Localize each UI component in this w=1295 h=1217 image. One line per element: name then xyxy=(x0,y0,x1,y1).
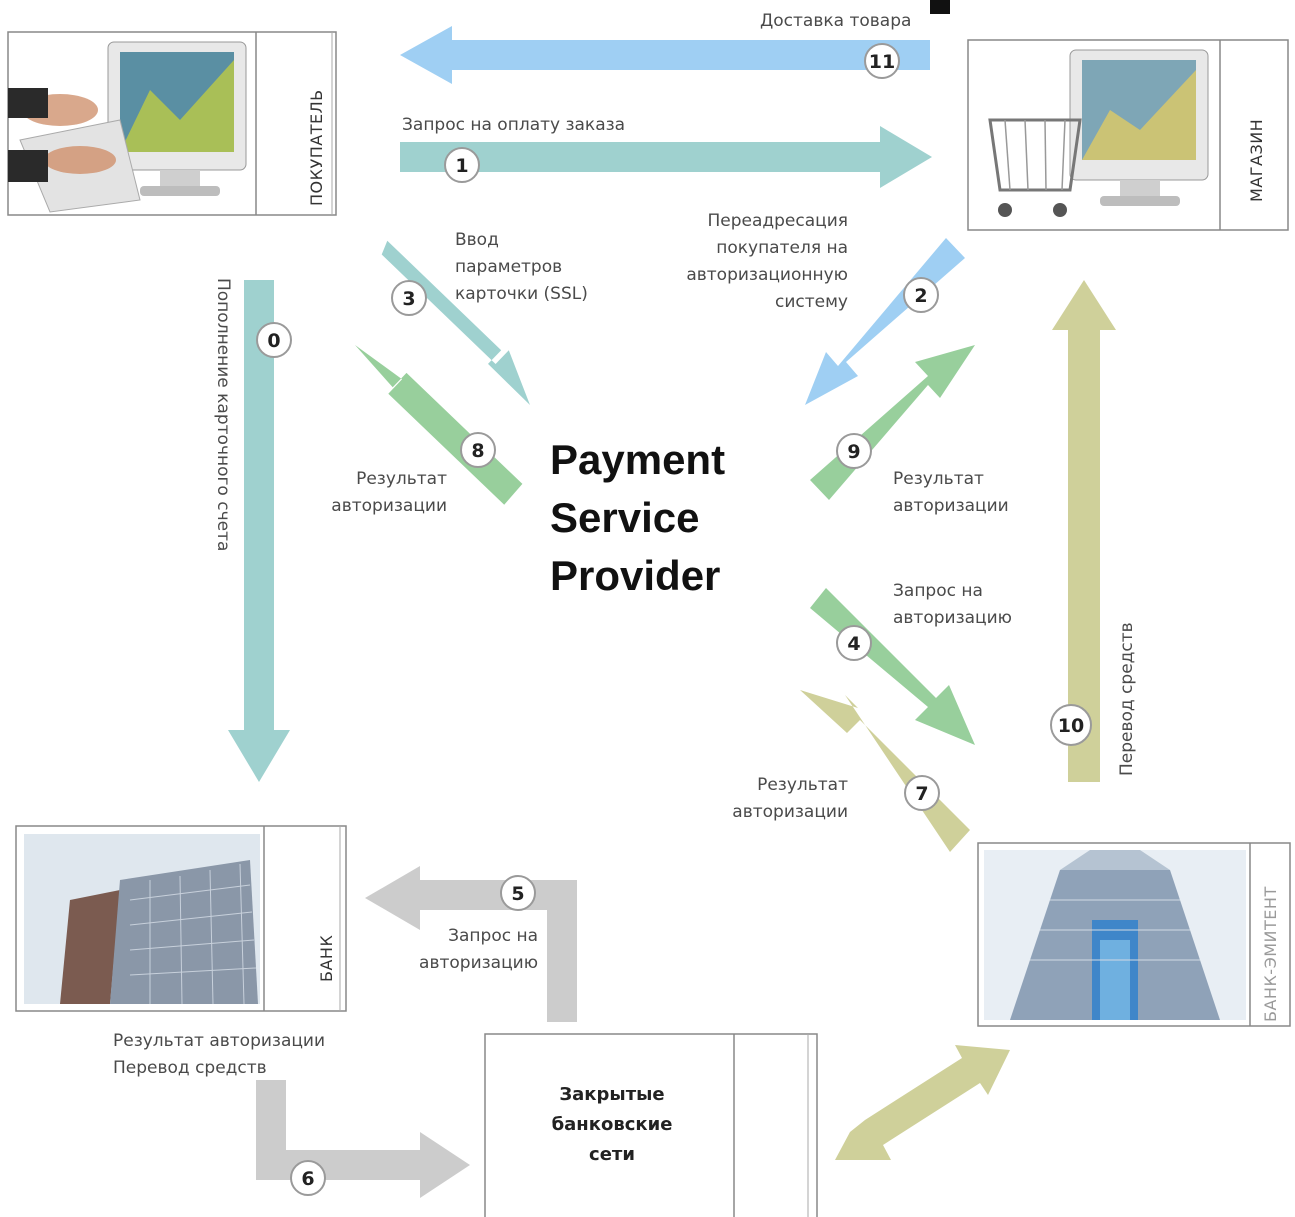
issuer-bank-box: БАНК-ЭМИТЕНТ xyxy=(977,842,1291,1027)
bank-label: БАНК xyxy=(317,935,336,982)
shop-box: МАГАЗИН xyxy=(967,39,1289,231)
arrow-6 xyxy=(256,1080,470,1198)
badge-1: 1 xyxy=(444,147,480,183)
label-7-line-2: авторизации xyxy=(732,802,848,822)
label-8-line-1: Результат xyxy=(356,469,447,489)
label-3-line-1: Ввод xyxy=(455,230,499,250)
buyer-label: ПОКУПАТЕЛЬ xyxy=(307,89,326,206)
label-2-line-3: авторизационную xyxy=(686,265,848,285)
badge-4: 4 xyxy=(836,625,872,661)
badge-7: 7 xyxy=(904,775,940,811)
svg-text:7: 7 xyxy=(915,783,928,805)
svg-text:8: 8 xyxy=(471,440,484,462)
label-9-line-2: авторизации xyxy=(893,496,1009,516)
label-1: Запрос на оплату заказа xyxy=(402,115,625,135)
arrow-11 xyxy=(400,26,930,84)
badge-9: 9 xyxy=(836,433,872,469)
network-line-3: сети xyxy=(589,1144,635,1165)
svg-text:10: 10 xyxy=(1058,715,1084,737)
label-3-line-3: карточки (SSL) xyxy=(455,284,588,304)
badge-8: 8 xyxy=(460,432,496,468)
svg-text:4: 4 xyxy=(847,633,860,655)
label-8-line-2: авторизации xyxy=(331,496,447,516)
label-4-line-2: авторизацию xyxy=(893,608,1012,628)
svg-text:5: 5 xyxy=(511,883,524,905)
psp-line-2: Service xyxy=(550,494,699,541)
badge-6: 6 xyxy=(290,1160,326,1196)
cropped-title-fragment xyxy=(930,0,950,14)
label-6-line-1: Результат авторизации xyxy=(113,1031,325,1051)
svg-text:0: 0 xyxy=(267,330,280,352)
svg-text:1: 1 xyxy=(455,155,468,177)
label-2-line-2: покупателя на xyxy=(716,238,848,258)
label-7-line-1: Результат xyxy=(757,775,848,795)
label-9-line-1: Результат xyxy=(893,469,984,489)
network-line-1: Закрытые xyxy=(559,1084,664,1105)
issuer-bank-label: БАНК-ЭМИТЕНТ xyxy=(1261,886,1280,1022)
label-10: Перевод средств xyxy=(1117,622,1137,776)
svg-text:6: 6 xyxy=(301,1168,314,1190)
arrow-10 xyxy=(1052,280,1116,782)
label-5-line-1: Запрос на xyxy=(448,926,538,946)
arrow-7 xyxy=(800,690,970,852)
label-6-line-2: Перевод средств xyxy=(113,1058,267,1078)
shop-label: МАГАЗИН xyxy=(1247,119,1266,202)
buyer-box: ПОКУПАТЕЛЬ xyxy=(7,31,337,216)
label-4-line-1: Запрос на xyxy=(893,581,983,601)
payment-service-provider: Payment Service Provider xyxy=(550,436,725,599)
label-2-line-1: Переадресация xyxy=(707,211,848,231)
psp-line-1: Payment xyxy=(550,436,725,483)
skyscraper-image xyxy=(984,850,1246,1020)
label-3-line-2: параметров xyxy=(455,257,562,277)
network-line-2: банковские xyxy=(552,1114,673,1135)
label-11: Доставка товара xyxy=(760,11,911,31)
svg-text:3: 3 xyxy=(402,288,415,310)
computer-hands-image xyxy=(8,41,247,213)
badge-5: 5 xyxy=(500,875,536,911)
psp-line-3: Provider xyxy=(550,552,720,599)
closed-networks-box: Закрытые банковские сети xyxy=(484,1033,818,1217)
svg-text:9: 9 xyxy=(847,441,860,463)
badge-2: 2 xyxy=(903,277,939,313)
arrow-network-issuer xyxy=(835,1045,1010,1160)
badge-0: 0 xyxy=(256,322,292,358)
shopping-cart-monitor-image xyxy=(988,49,1209,217)
badge-3: 3 xyxy=(391,280,427,316)
badge-11: 11 xyxy=(864,43,900,79)
svg-text:11: 11 xyxy=(869,51,895,73)
label-2-line-4: систему xyxy=(775,292,848,312)
bank-box: БАНК xyxy=(15,825,347,1012)
bank-building-image xyxy=(24,834,260,1005)
svg-text:2: 2 xyxy=(914,285,927,307)
label-5-line-2: авторизацию xyxy=(419,953,538,973)
badge-10: 10 xyxy=(1050,704,1092,746)
arrow-0 xyxy=(228,280,290,782)
label-0: Пополнение карточного счета xyxy=(213,278,233,551)
arrow-3 xyxy=(381,240,530,405)
arrow-1 xyxy=(400,126,932,188)
